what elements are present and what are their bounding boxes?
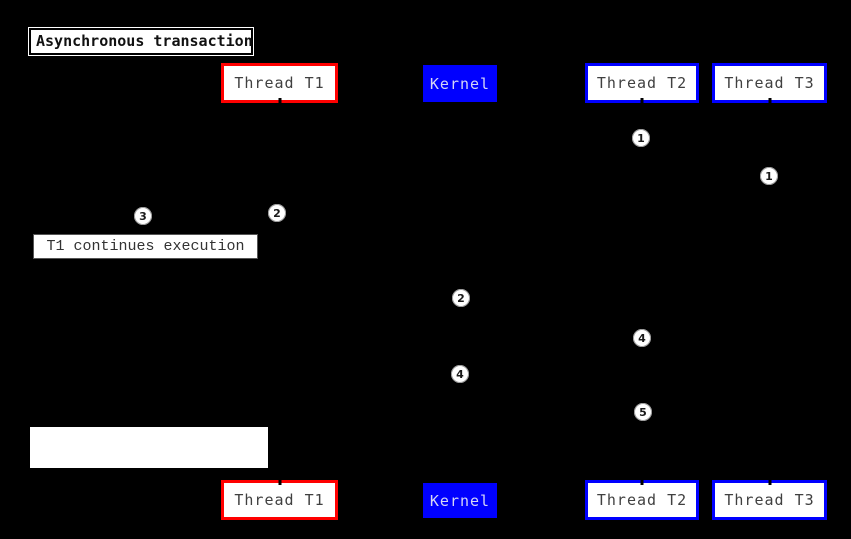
- actor-label: Thread T2: [596, 74, 688, 92]
- lifeline-notch: [278, 98, 281, 103]
- blank-label-box: [30, 427, 268, 468]
- note-t1-continues-execution: T1 continues execution: [33, 234, 258, 259]
- lifeline-notch: [640, 98, 644, 103]
- sequence-marker-1-thread-t3: 1: [760, 167, 778, 185]
- lifeline-notch: [768, 98, 771, 103]
- actor-kernel-top: Kernel: [423, 65, 497, 102]
- sequence-marker-5-thread-t2: 5: [634, 403, 652, 421]
- lifeline-notch: [640, 480, 644, 485]
- actor-thread-t1-bottom: Thread T1: [221, 480, 338, 520]
- actor-label: Thread T1: [234, 74, 325, 92]
- sequence-marker-3-thread-t1: 3: [134, 207, 152, 225]
- lifeline-notch: [768, 480, 771, 485]
- diagram-title: Asynchronous transaction: [29, 28, 253, 55]
- sequence-marker-2-kernel: 2: [452, 289, 470, 307]
- actor-thread-t1-top: Thread T1: [221, 63, 338, 103]
- lifeline-notch: [278, 480, 281, 485]
- actor-label: Thread T2: [596, 491, 688, 509]
- actor-thread-t3-bottom: Thread T3: [712, 480, 827, 520]
- actor-label: Kernel: [429, 491, 491, 510]
- sequence-marker-4-thread-t2: 4: [633, 329, 651, 347]
- sequence-marker-1-thread-t2: 1: [632, 129, 650, 147]
- actor-label: Kernel: [429, 74, 491, 93]
- actor-label: Thread T3: [724, 74, 815, 92]
- actor-thread-t2-bottom: Thread T2: [585, 480, 699, 520]
- actor-kernel-bottom: Kernel: [423, 483, 497, 518]
- actor-thread-t2-top: Thread T2: [585, 63, 699, 103]
- actor-thread-t3-top: Thread T3: [712, 63, 827, 103]
- sequence-marker-2-thread-t1: 2: [268, 204, 286, 222]
- actor-label: Thread T1: [234, 491, 325, 509]
- sequence-marker-4-kernel: 4: [451, 365, 469, 383]
- actor-label: Thread T3: [724, 491, 815, 509]
